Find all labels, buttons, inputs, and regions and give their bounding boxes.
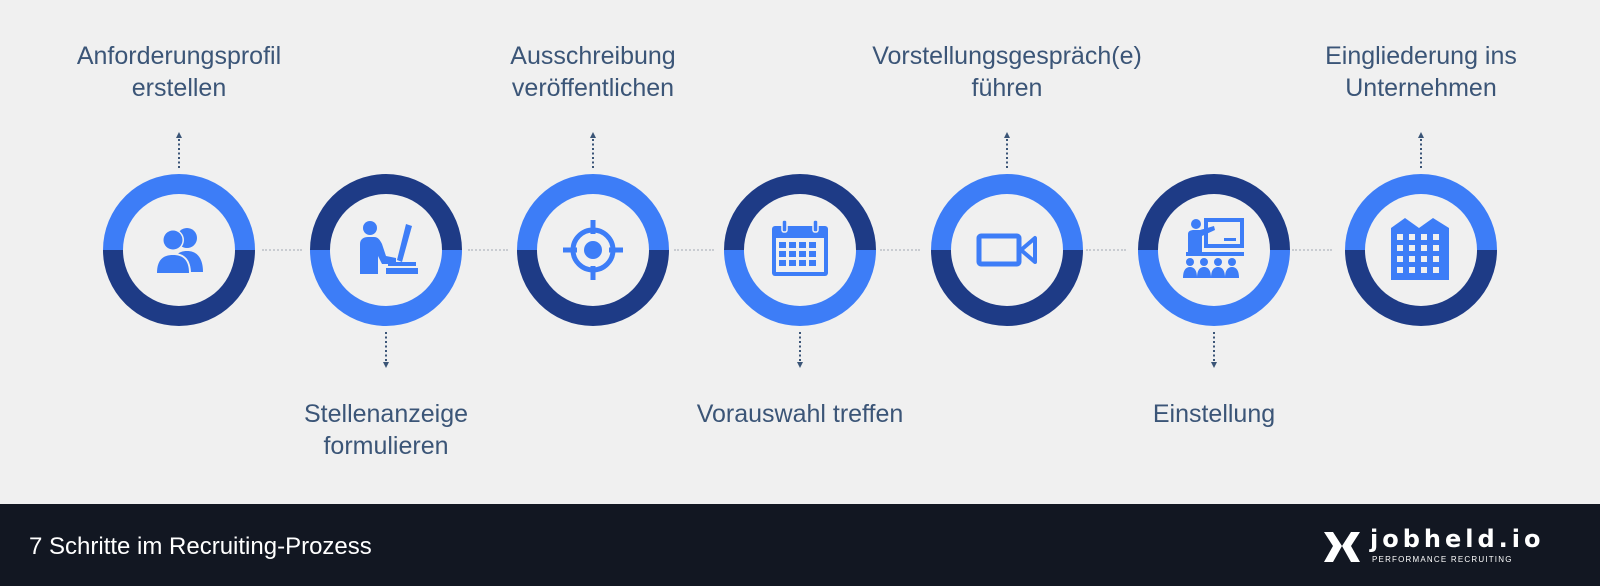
footer-title: 7 Schritte im Recruiting-Prozess xyxy=(29,533,372,560)
step-ring xyxy=(1341,170,1501,330)
step-5 xyxy=(927,132,1087,330)
step-7 xyxy=(1341,132,1501,330)
step-3 xyxy=(513,132,673,330)
step-6 xyxy=(1134,170,1294,368)
step-ring xyxy=(306,170,466,330)
step-1-label: Anforderungsprofil erstellen xyxy=(76,42,282,102)
process-diagram: Anforderungsprofil erstellen xyxy=(76,42,1517,460)
presentation-audience-icon xyxy=(1178,214,1250,286)
jobheld-logo[interactable]: jobheld.io PERFORMANCE RECRUITING xyxy=(1322,520,1562,570)
step-ring xyxy=(720,170,880,330)
step-ring xyxy=(927,170,1087,330)
logo-name: jobheld.io xyxy=(1370,525,1545,553)
arrow-up-icon xyxy=(1418,132,1424,168)
step-4 xyxy=(720,170,880,368)
target-crosshair-icon xyxy=(557,214,629,286)
step-7-label: Eingliederung ins Unternehmen xyxy=(1325,42,1517,102)
connector-line xyxy=(674,249,714,251)
step-ring xyxy=(513,170,673,330)
calendar-icon xyxy=(764,214,836,286)
step-6-label: Einstellung xyxy=(1152,400,1276,428)
arrow-up-icon xyxy=(176,132,182,168)
connector-line xyxy=(1292,249,1332,251)
arrow-down-icon xyxy=(383,332,389,368)
person-at-computer-icon xyxy=(350,214,422,286)
step-5-label: Vorstellungsgespräch(e) führen xyxy=(872,42,1142,102)
step-ring xyxy=(99,170,259,330)
video-camera-icon xyxy=(971,214,1043,286)
step-4-label: Vorauswahl treffen xyxy=(696,400,904,428)
connector-line xyxy=(1086,249,1126,251)
connector-line xyxy=(468,249,508,251)
footer-bar: 7 Schritte im Recruiting-Prozess jobheld… xyxy=(0,504,1600,586)
arrow-up-icon xyxy=(1004,132,1010,168)
step-2-label: Stellenanzeige formulieren xyxy=(303,400,468,460)
arrow-up-icon xyxy=(590,132,596,168)
step-1 xyxy=(99,132,259,330)
connector-line xyxy=(880,249,920,251)
users-icon xyxy=(143,214,215,286)
step-2 xyxy=(306,170,466,368)
step-ring xyxy=(1134,170,1294,330)
office-building-icon xyxy=(1385,214,1457,286)
connector-line xyxy=(262,249,302,251)
jobheld-x-logo-icon xyxy=(1322,532,1362,562)
step-3-label: Ausschreibung veröffentlichen xyxy=(510,42,676,102)
logo-tagline: PERFORMANCE RECRUITING xyxy=(1372,555,1513,564)
arrow-down-icon xyxy=(797,332,803,368)
arrow-down-icon xyxy=(1211,332,1217,368)
